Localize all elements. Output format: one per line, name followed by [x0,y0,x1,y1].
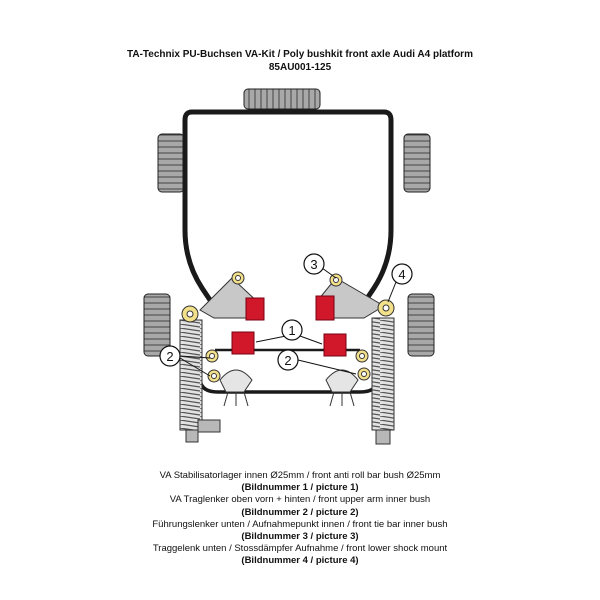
callout-4-label: 4 [398,267,405,282]
callout-2-right: 2 [277,349,299,371]
lower-mount-left [219,369,253,407]
tyre-front-left [157,133,185,193]
callout-2-right-label: 2 [284,353,291,368]
tyre-top [243,88,321,110]
bush-yellow-lower-right-b [357,367,371,381]
callout-3-label: 3 [310,257,317,272]
caption-1-ref: (Bildnummer 1 / picture 1) [241,482,359,494]
bush-red-upper-right [315,295,335,321]
leader-lines [179,267,397,377]
header-title: TA-Technix PU-Buchsen VA-Kit / Poly bush… [127,49,473,60]
bush-yellow-upper-right-outer [377,299,395,317]
diagram-header: TA-Technix PU-Buchsen VA-Kit / Poly bush… [0,48,600,74]
lower-mount-right [325,369,359,407]
bush-yellow-upper-left-inner [231,271,245,285]
tyre-rear-right [407,293,435,357]
bush-red-anti-roll-left [231,331,255,355]
bush-yellow-upper-right-inner [329,273,343,287]
callout-2-left: 2 [159,345,181,367]
caption-2-text: VA Traglenker oben vorn + hinten / front… [169,494,431,506]
bush-red-anti-roll-right [323,333,347,357]
spring-strut-left [179,319,221,443]
bush-yellow-lower-right-a [355,349,369,363]
callout-3: 3 [303,253,325,275]
header-part-number: 85AU001-125 [268,62,332,73]
caption-3-text: Führungslenker unten / Aufnahmepunkt inn… [152,518,448,530]
caption-3-ref: (Bildnummer 3 / picture 3) [241,531,359,543]
caption-1-text: VA Stabilisatorlager innen Ø25mm / front… [159,470,441,481]
callout-1: 1 [281,319,303,341]
tyre-front-right [403,133,431,193]
subframe-outline [182,109,394,314]
caption-4-text: Traggelenk unten / Stossdämpfer Aufnahme… [152,543,448,555]
caption-2-ref: (Bildnummer 2 / picture 2) [241,506,359,518]
callout-1-label: 1 [288,323,295,338]
bush-yellow-lower-left-a [205,349,219,363]
callout-2-left-label: 2 [166,349,173,364]
caption-4-ref: (Bildnummer 4 / picture 4) [241,555,359,567]
bush-yellow-lower-left-b [207,369,221,383]
caption-list: VA Stabilisatorlager innen Ø25mm / front… [0,470,600,568]
bush-yellow-upper-left-outer [181,305,199,323]
spring-strut-right [371,317,395,445]
tyre-rear-left [143,293,171,357]
callout-4: 4 [391,263,413,285]
bush-red-upper-left [245,297,265,321]
